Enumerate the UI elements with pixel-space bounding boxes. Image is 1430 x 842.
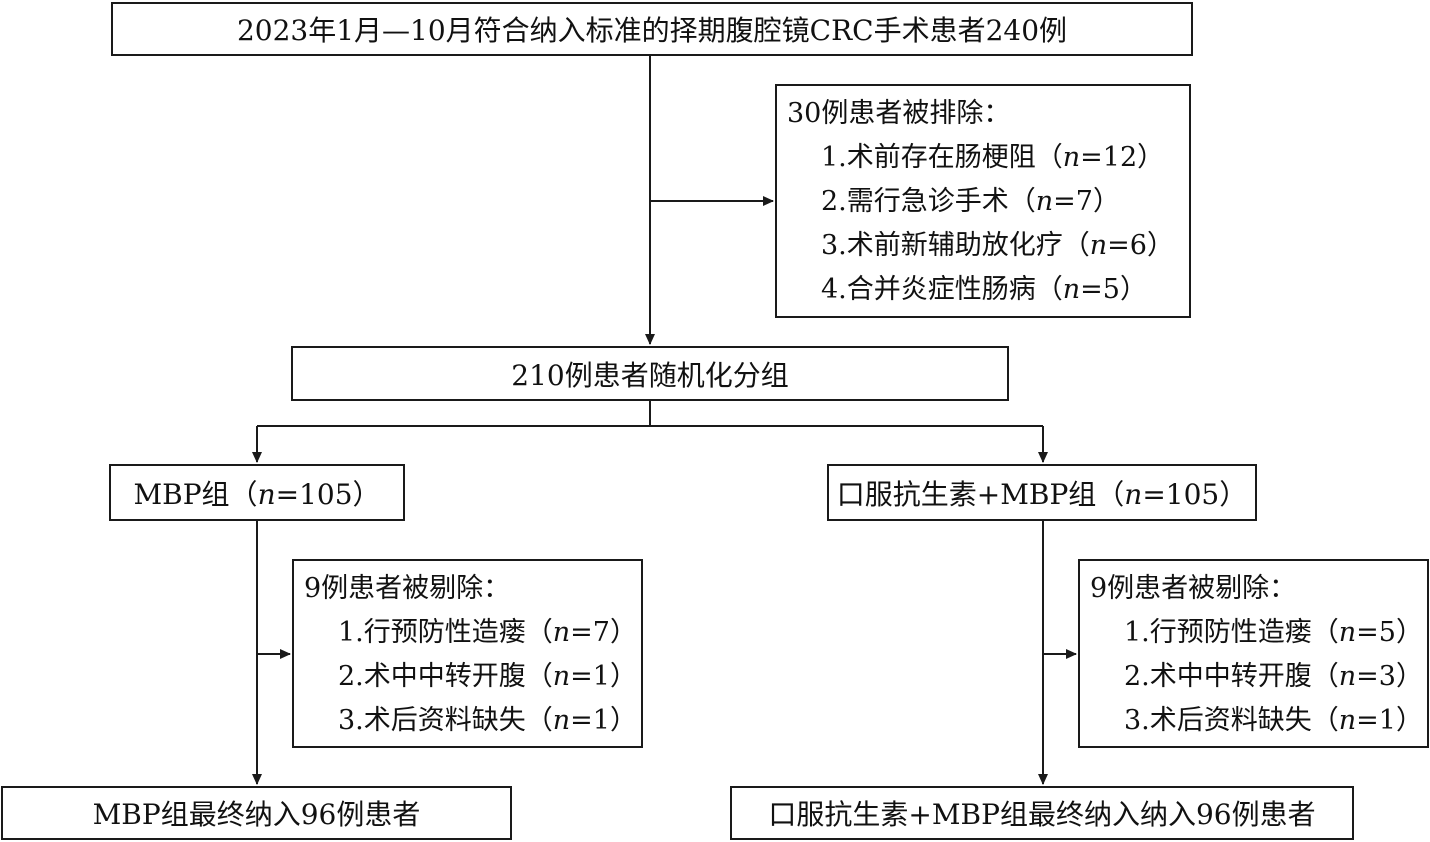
exclusion-item: 3.术前新辅助放化疗（n=6） xyxy=(821,230,1174,261)
mbp-final-text: MBP组最终纳入96例患者 xyxy=(92,798,421,831)
antibiotic-mbp-group-box: 口服抗生素+MBP组（n=105） xyxy=(827,464,1257,521)
mbp-group-text: MBP组（n=105） xyxy=(133,477,381,511)
exclusion-item: 2.需行急诊手术（n=7） xyxy=(821,186,1120,217)
left-removed-box: 9例患者被剔除： 1.行预防性造瘘（n=7） 2.术中中转开腹（n=1） 3.术… xyxy=(292,559,643,748)
mbp-group-box: MBP组（n=105） xyxy=(109,464,405,521)
randomization-box: 210例患者随机化分组 xyxy=(291,346,1009,401)
antibiotic-mbp-final-text: 口服抗生素+MBP组最终纳入纳入96例患者 xyxy=(768,798,1316,831)
exclusion-box: 30例患者被排除： 1.术前存在肠梗阻（n=12） 2.需行急诊手术（n=7） … xyxy=(775,84,1191,318)
right-removed-title: 9例患者被剔除： xyxy=(1090,573,1297,604)
randomization-text: 210例患者随机化分组 xyxy=(511,358,789,392)
left-removed-item: 1.行预防性造瘘（n=7） xyxy=(338,617,637,648)
left-removed-title: 9例患者被剔除： xyxy=(304,573,511,604)
exclusion-title: 30例患者被排除： xyxy=(787,98,1011,129)
right-removed-item: 3.术后资料缺失（n=1） xyxy=(1124,705,1423,736)
exclusion-item: 4.合并炎症性肠病（n=5） xyxy=(821,274,1147,305)
exclusion-item: 1.术前存在肠梗阻（n=12） xyxy=(821,142,1165,173)
antibiotic-mbp-group-text: 口服抗生素+MBP组（n=105） xyxy=(836,477,1248,511)
right-removed-item: 1.行预防性造瘘（n=5） xyxy=(1124,617,1423,648)
left-removed-item: 3.术后资料缺失（n=1） xyxy=(338,705,637,736)
antibiotic-mbp-final-box: 口服抗生素+MBP组最终纳入纳入96例患者 xyxy=(730,786,1354,840)
right-removed-item: 2.术中中转开腹（n=3） xyxy=(1124,661,1423,692)
right-removed-box: 9例患者被剔除： 1.行预防性造瘘（n=5） 2.术中中转开腹（n=3） 3.术… xyxy=(1078,559,1429,748)
eligible-patients-box: 2023年1月—10月符合纳入标准的择期腹腔镜CRC手术患者240例 xyxy=(111,2,1193,56)
eligible-patients-text: 2023年1月—10月符合纳入标准的择期腹腔镜CRC手术患者240例 xyxy=(236,14,1068,47)
mbp-final-box: MBP组最终纳入96例患者 xyxy=(1,786,512,840)
left-removed-item: 2.术中中转开腹（n=1） xyxy=(338,661,637,692)
